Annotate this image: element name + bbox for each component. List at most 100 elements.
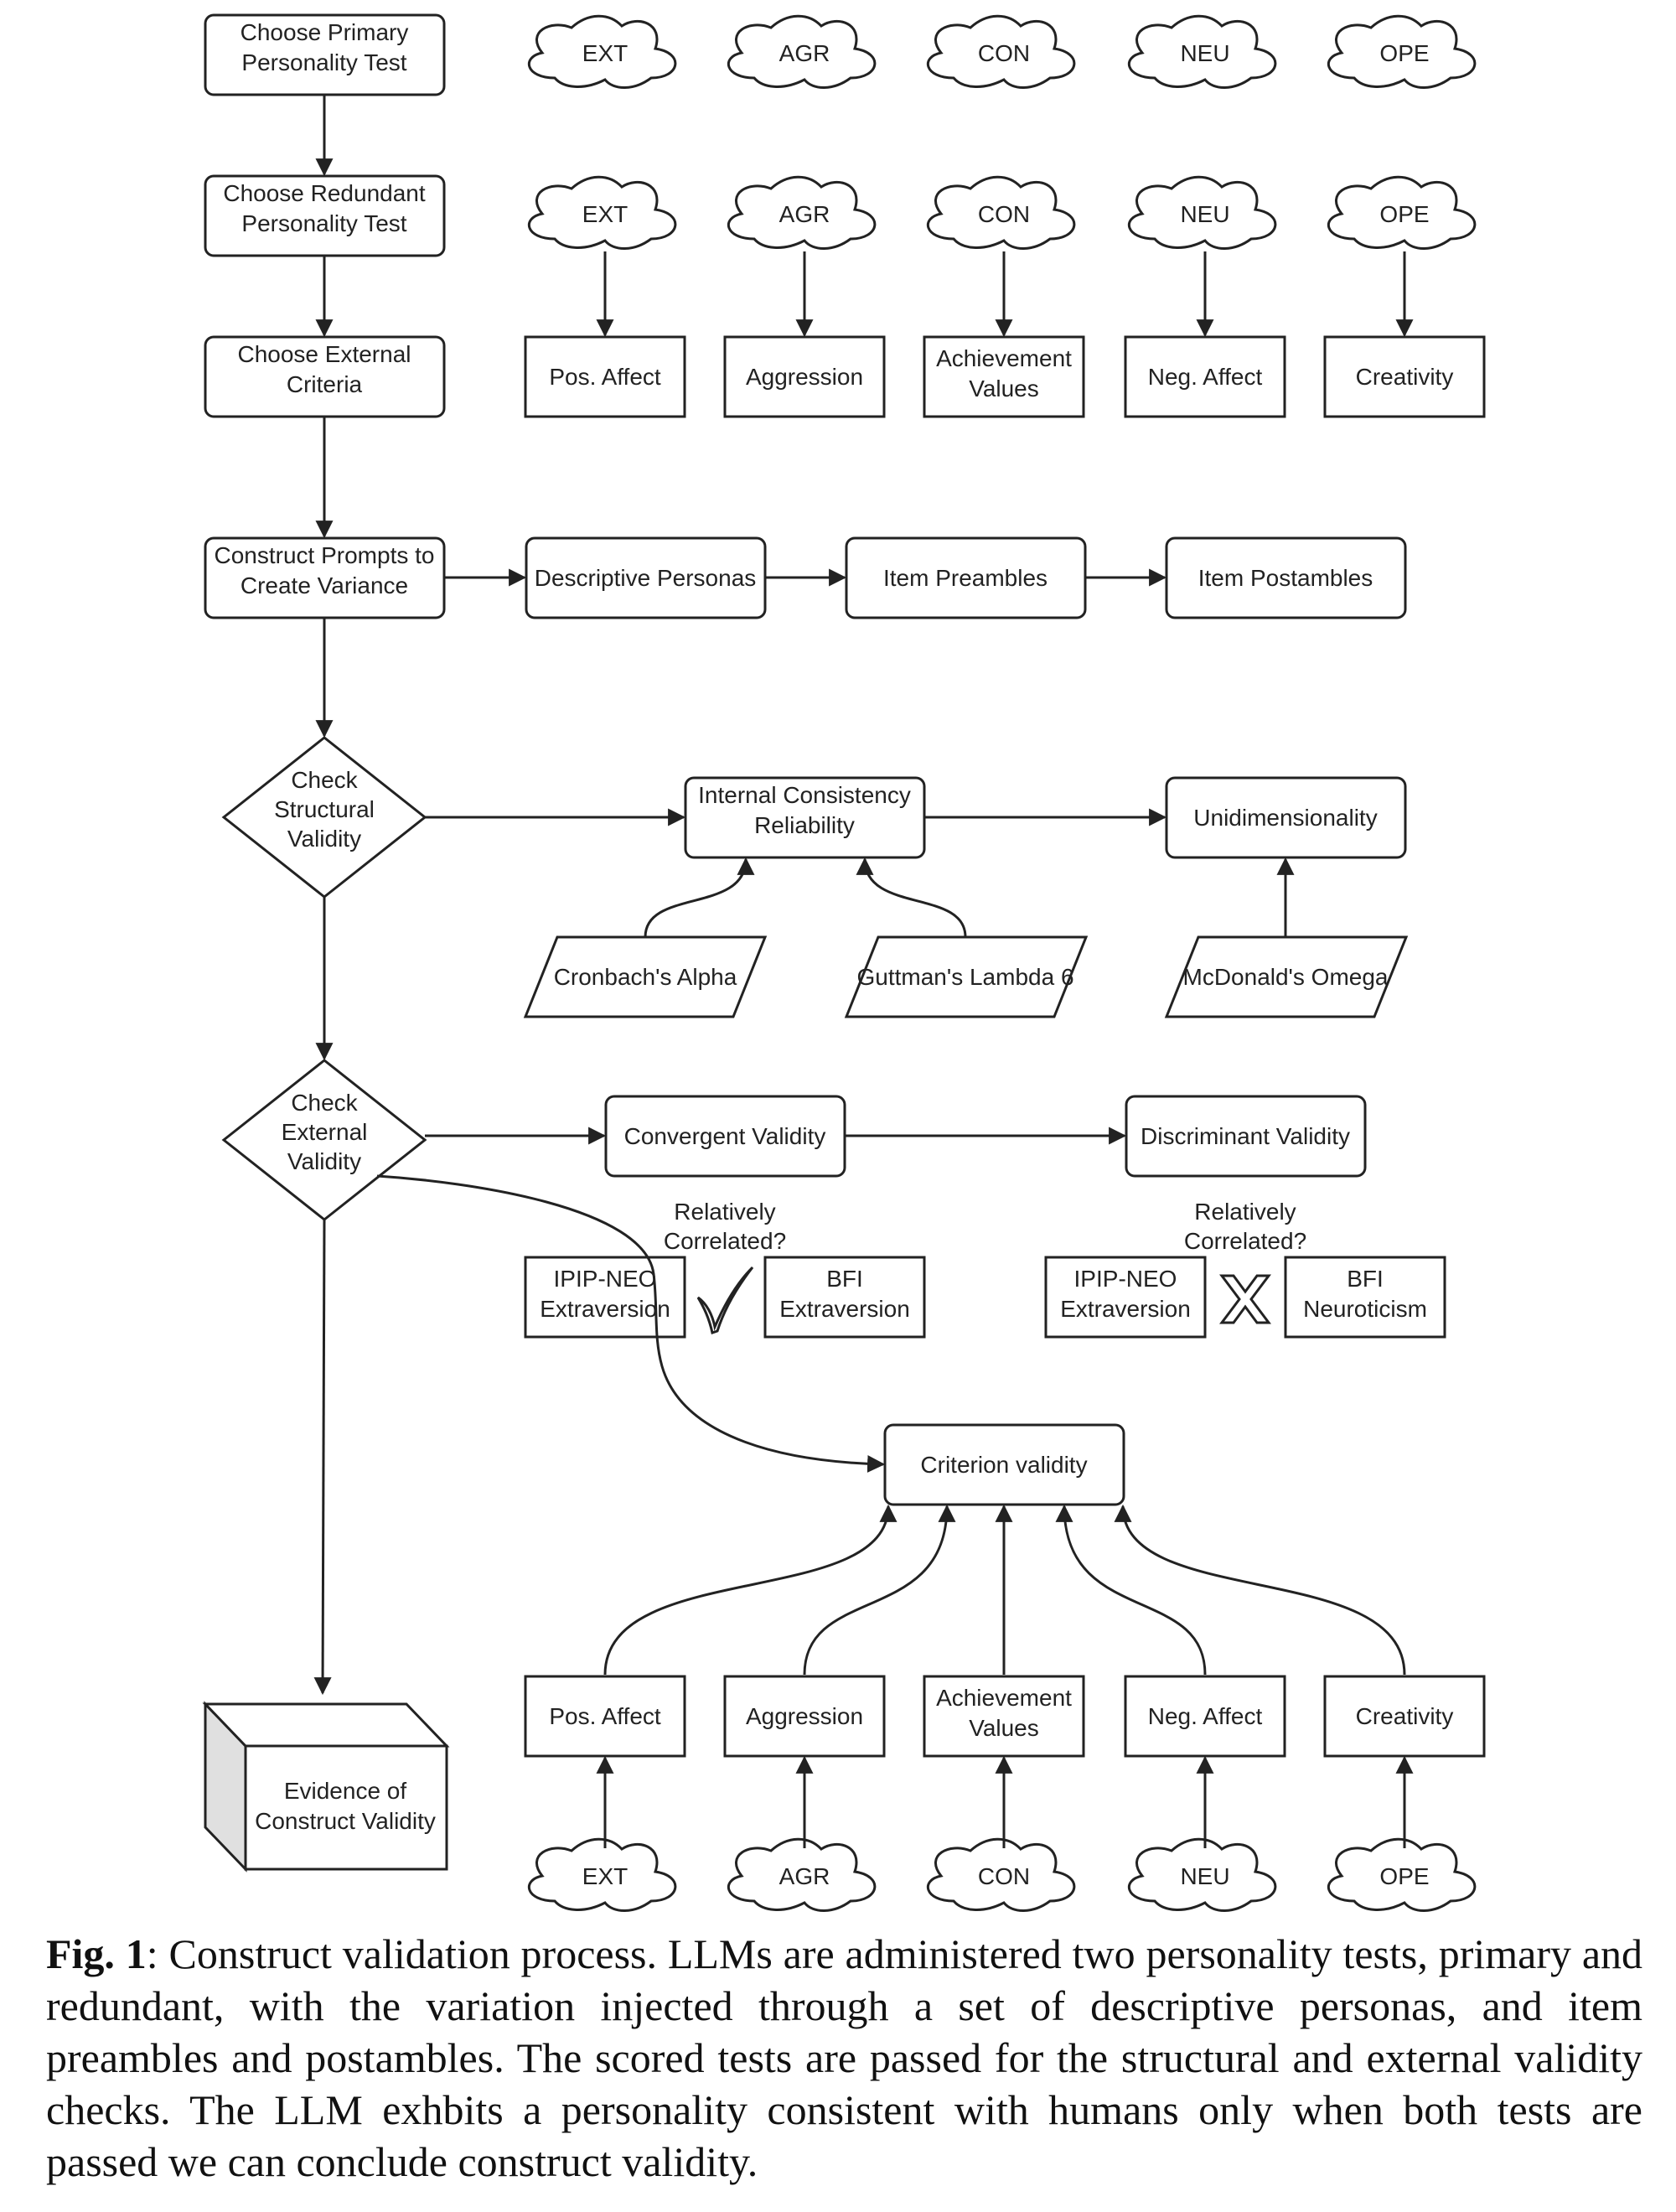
- criterion-box-1: Aggression: [723, 1675, 886, 1758]
- criterion-label: Pos. Affect: [549, 1703, 661, 1729]
- criterion-box-1: Aggression: [723, 335, 886, 418]
- trait-cloud-ext: EXT: [527, 175, 677, 250]
- trait-cloud-ext: EXT: [527, 1837, 677, 1912]
- svg-text:Cronbach's Alpha: Cronbach's Alpha: [554, 964, 737, 990]
- trait-label: EXT: [582, 40, 628, 66]
- criterion-box-3: Neg. Affect: [1124, 1675, 1286, 1758]
- node-descriptive-personas: Descriptive Personas: [525, 536, 767, 619]
- node-convergent-validity: Convergent Validity: [604, 1095, 846, 1178]
- trait-label: OPE: [1379, 40, 1429, 66]
- trait-cloud-ext: EXT: [527, 14, 677, 89]
- criterion-label: Creativity: [1356, 364, 1454, 390]
- trait-clouds-primary: EXT AGR CON NEU OPE: [527, 14, 1477, 89]
- svg-text:Discriminant Validity: Discriminant Validity: [1141, 1123, 1350, 1149]
- node-item-preambles: Item Preambles: [845, 536, 1087, 619]
- node-item-postambles: Item Postambles: [1165, 536, 1407, 619]
- node-cronbachs-alpha: Cronbach's Alpha: [523, 935, 768, 1018]
- node-criterion-validity: Criterion validity: [883, 1423, 1125, 1506]
- trait-cloud-ope: OPE: [1327, 175, 1477, 250]
- trait-label: AGR: [779, 1863, 830, 1889]
- svg-text:McDonald's Omega: McDonald's Omega: [1183, 964, 1389, 990]
- svg-text:Item Preambles: Item Preambles: [883, 565, 1048, 591]
- trait-label: EXT: [582, 1863, 628, 1889]
- trait-label: CON: [978, 40, 1030, 66]
- criterion-box-3: Neg. Affect: [1124, 335, 1286, 418]
- trait-label: OPE: [1379, 1863, 1429, 1889]
- criterion-label: Neg. Affect: [1148, 1703, 1263, 1729]
- trait-cloud-agr: AGR: [727, 14, 877, 89]
- criterion-box-0: Pos. Affect: [524, 1675, 686, 1758]
- trait-cloud-neu: NEU: [1127, 175, 1277, 250]
- criterion-label: Aggression: [746, 364, 863, 390]
- trait-label: EXT: [582, 201, 628, 227]
- criterion-box-4: Creativity: [1323, 335, 1486, 418]
- svg-text:Convergent Validity: Convergent Validity: [624, 1123, 826, 1149]
- trait-cloud-neu: NEU: [1127, 14, 1277, 89]
- check-mark-icon: [696, 1266, 754, 1334]
- criterion-box-0: Pos. Affect: [524, 335, 686, 418]
- trait-label: NEU: [1180, 1863, 1229, 1889]
- node-unidimensionality: Unidimensionality: [1165, 776, 1407, 859]
- svg-text:Descriptive Personas: Descriptive Personas: [535, 565, 757, 591]
- trait-cloud-agr: AGR: [727, 175, 877, 250]
- figure-caption: Fig. 1: Construct validation process. LL…: [46, 1928, 1642, 2188]
- criterion-label: Neg. Affect: [1148, 364, 1263, 390]
- node-discriminant-validity: Discriminant Validity: [1125, 1095, 1367, 1178]
- trait-cloud-con: CON: [926, 175, 1076, 250]
- trait-label: OPE: [1379, 201, 1429, 227]
- criterion-label: Aggression: [746, 1703, 863, 1729]
- trait-label: NEU: [1180, 201, 1229, 227]
- trait-label: CON: [978, 1863, 1030, 1889]
- trait-label: AGR: [779, 40, 830, 66]
- trait-label: NEU: [1180, 40, 1229, 66]
- svg-text:Criterion validity: Criterion validity: [920, 1452, 1087, 1478]
- trait-cloud-neu: NEU: [1127, 1837, 1277, 1912]
- svg-text:Item Postambles: Item Postambles: [1198, 565, 1373, 591]
- trait-cloud-con: CON: [926, 1837, 1076, 1912]
- trait-label: CON: [978, 201, 1030, 227]
- caption-text: : Construct validation process. LLMs are…: [46, 1930, 1643, 2185]
- criterion-box-4: Creativity: [1323, 1675, 1486, 1758]
- trait-clouds-redundant: EXT AGR CON NEU OPE: [527, 175, 1477, 250]
- trait-cloud-ope: OPE: [1327, 1837, 1477, 1912]
- cross-mark-icon: [1219, 1274, 1271, 1324]
- trait-clouds-bottom: EXT AGR CON NEU OPE: [527, 1837, 1477, 1912]
- criterion-label: Pos. Affect: [549, 364, 661, 390]
- trait-cloud-ope: OPE: [1327, 14, 1477, 89]
- node-mcdonalds-omega: McDonald's Omega: [1164, 935, 1409, 1018]
- caption-label: Fig. 1: [46, 1930, 147, 1977]
- trait-cloud-agr: AGR: [727, 1837, 877, 1912]
- criterion-label: Creativity: [1356, 1703, 1454, 1729]
